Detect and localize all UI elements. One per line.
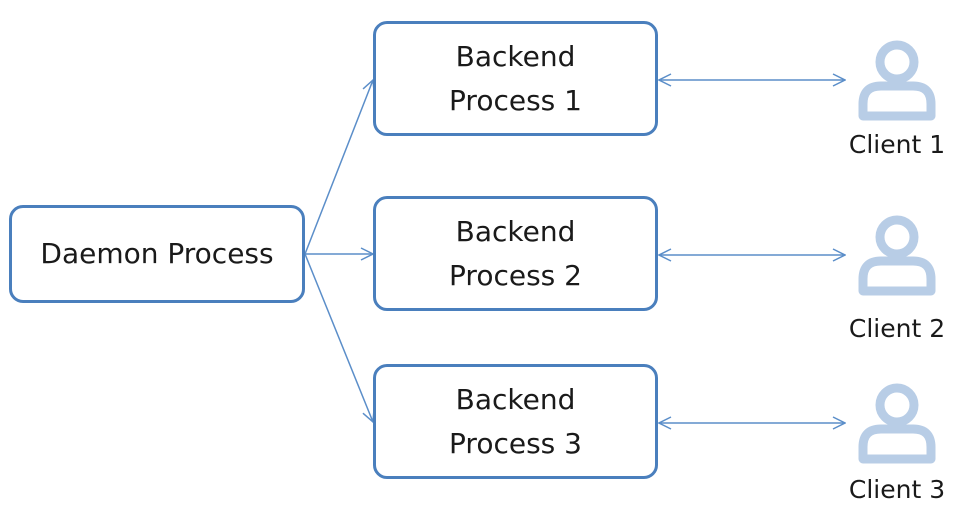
backend-process-3-box: Backend Process 3 bbox=[373, 364, 658, 479]
client-3-label: Client 3 bbox=[848, 475, 946, 504]
backend-3-label-line1: Backend bbox=[455, 382, 576, 416]
backend-1-label-line1: Backend bbox=[455, 39, 576, 73]
client-2-user-icon bbox=[858, 215, 936, 296]
backend-1-label-line2: Process 1 bbox=[449, 83, 582, 117]
backend-2-label-line2: Process 2 bbox=[449, 258, 582, 292]
daemon-process-box: Daemon Process bbox=[9, 205, 305, 303]
connector-daemon-to-backend-3 bbox=[304, 253, 373, 422]
client-3-user-icon bbox=[858, 383, 936, 464]
backend-3-label-line2: Process 3 bbox=[449, 426, 582, 460]
backend-process-2-box: Backend Process 2 bbox=[373, 196, 658, 311]
backend-process-1-box: Backend Process 1 bbox=[373, 21, 658, 136]
daemon-process-label: Daemon Process bbox=[40, 237, 274, 270]
backend-2-label-line1: Backend bbox=[455, 214, 576, 248]
client-2-label: Client 2 bbox=[848, 314, 946, 343]
connector-daemon-to-backend-1 bbox=[304, 80, 373, 255]
client-1-user-icon bbox=[858, 40, 936, 121]
client-1-label: Client 1 bbox=[848, 130, 946, 159]
